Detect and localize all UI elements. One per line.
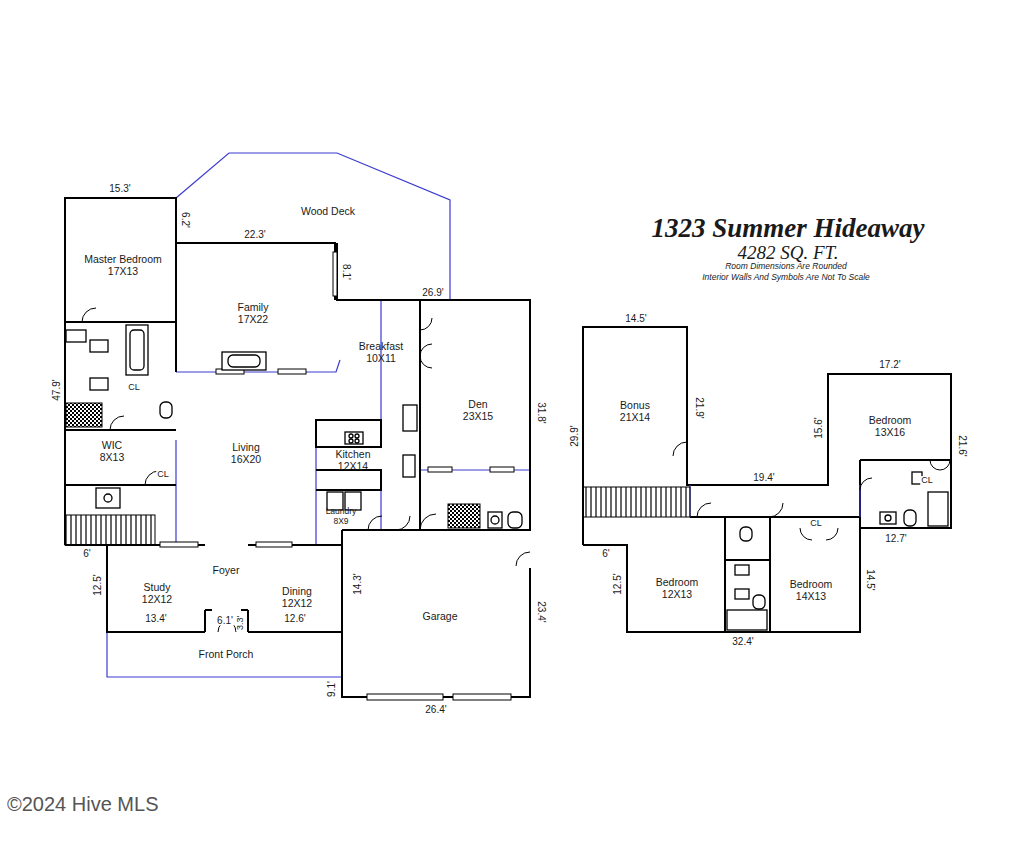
dimension-label: 14.5' xyxy=(624,313,647,324)
room-name: Living xyxy=(231,441,261,453)
plan-note: Interior Walls And Symbols Are Not To Sc… xyxy=(701,273,871,282)
room-area: Garage xyxy=(422,610,457,622)
room-area: Wood Deck xyxy=(301,205,355,217)
room-name: Kitchen xyxy=(335,448,370,460)
dimension-label: 6' xyxy=(601,548,610,559)
dimension-label: 21.9' xyxy=(694,396,705,419)
room-size: 10X11 xyxy=(359,352,403,364)
dimension-label: 6' xyxy=(82,548,91,559)
dimension-label: 26.9' xyxy=(421,287,444,298)
dimension-label: 23.4' xyxy=(536,600,547,623)
dimension-label: 14.5' xyxy=(865,568,876,591)
dimension-label: 19.4' xyxy=(752,472,775,483)
dimension-label: 8.1' xyxy=(341,263,352,281)
room-size: 16X20 xyxy=(231,453,261,465)
dimension-label: 6.1' xyxy=(216,615,234,626)
dimension-label: 12.5' xyxy=(612,572,623,595)
room-area: Bedroom12X13 xyxy=(656,576,699,600)
dimension-label: 6.2' xyxy=(180,211,191,229)
room-area: Den23X15 xyxy=(463,398,493,422)
room-area: Laundry8X9 xyxy=(326,507,357,527)
room-size: 12X13 xyxy=(656,588,699,600)
room-name: Bedroom xyxy=(656,576,699,588)
plan-note: Room Dimensions Are Rounded xyxy=(724,262,848,271)
room-name: Master Bedroom xyxy=(84,253,162,265)
dimension-label: 31.8' xyxy=(536,401,547,424)
room-size: 8X9 xyxy=(326,517,357,527)
square-footage: 4282 SQ. FT. xyxy=(737,243,840,264)
closet-label: CL xyxy=(156,470,170,480)
room-area: Foyer xyxy=(213,564,240,576)
dimension-label: 3.3' xyxy=(236,615,246,631)
dimension-label: 9.1' xyxy=(326,680,337,698)
dimension-label: 12.6' xyxy=(283,613,306,624)
room-area: Study12X12 xyxy=(142,581,172,605)
room-name: Laundry xyxy=(326,507,357,517)
room-size: 21X14 xyxy=(620,411,650,423)
closet-label: CL xyxy=(127,383,141,393)
room-name: Breakfast xyxy=(359,340,403,352)
dimension-label: 26.4' xyxy=(424,704,447,715)
room-size: 13X16 xyxy=(869,426,912,438)
room-size: 17X22 xyxy=(238,313,269,325)
room-name: Den xyxy=(463,398,493,410)
dimension-label: 12.7' xyxy=(884,533,907,544)
dimension-label: 14.3' xyxy=(352,572,363,595)
room-name: Family xyxy=(238,301,269,313)
room-name: Front Porch xyxy=(199,648,254,660)
dimension-label: 12.5' xyxy=(92,573,103,596)
dimension-label: 32.4' xyxy=(731,636,754,647)
plan-title: 1323 Summer Hideaway xyxy=(651,213,924,244)
room-name: Bonus xyxy=(620,399,650,411)
room-size: 14X13 xyxy=(790,590,833,602)
room-name: Bedroom xyxy=(790,578,833,590)
room-area: Kitchen12X14 xyxy=(335,448,370,472)
room-name: Garage xyxy=(422,610,457,622)
dimension-label: 17.2' xyxy=(878,359,901,370)
dimension-label: 22.3' xyxy=(243,229,266,240)
room-name: Study xyxy=(142,581,172,593)
room-area: Bedroom13X16 xyxy=(869,414,912,438)
dimension-label: 47.9' xyxy=(51,378,62,401)
room-name: Dining xyxy=(282,585,312,597)
room-size: 17X13 xyxy=(84,265,162,277)
closet-label: CL xyxy=(920,476,934,486)
room-size: 8X13 xyxy=(100,451,125,463)
room-area: Family17X22 xyxy=(238,301,269,325)
room-name: Foyer xyxy=(213,564,240,576)
room-name: Bedroom xyxy=(869,414,912,426)
room-size: 12X12 xyxy=(142,593,172,605)
room-name: WIC xyxy=(100,439,125,451)
closet-label: CL xyxy=(809,519,823,529)
room-name: Wood Deck xyxy=(301,205,355,217)
room-area: Bedroom14X13 xyxy=(790,578,833,602)
room-area: Front Porch xyxy=(199,648,254,660)
room-area: WIC8X13 xyxy=(100,439,125,463)
dimension-label: 15.6' xyxy=(813,416,824,439)
room-size: 12X14 xyxy=(335,460,370,472)
room-area: Living16X20 xyxy=(231,441,261,465)
room-area: Dining12X12 xyxy=(282,585,312,609)
dimension-label: 21.6' xyxy=(957,434,968,457)
watermark: ©2024 Hive MLS xyxy=(6,793,159,815)
dimension-label: 29.9' xyxy=(569,424,580,447)
room-area: Bonus21X14 xyxy=(620,399,650,423)
room-area: Master Bedroom17X13 xyxy=(84,253,162,277)
room-size: 23X15 xyxy=(463,410,493,422)
dimension-label: 15.3' xyxy=(108,183,131,194)
room-area: Breakfast10X11 xyxy=(359,340,403,364)
dimension-label: 13.4' xyxy=(144,613,167,624)
room-size: 12X12 xyxy=(282,597,312,609)
